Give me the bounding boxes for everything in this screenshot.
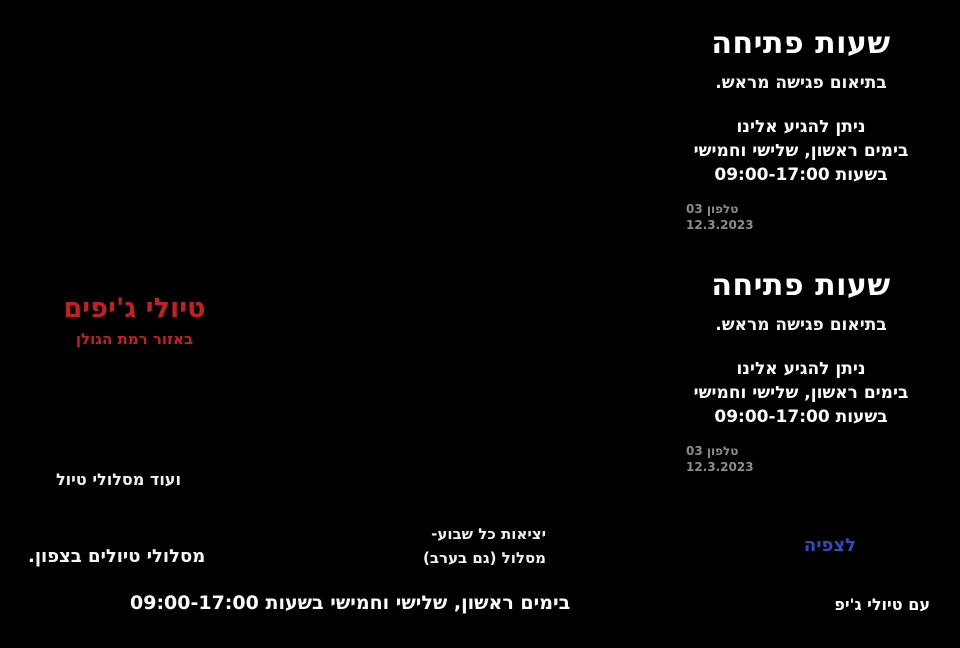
info-card-body: ניתן להגיע אלינו בימים ראשון, שלישי וחמי… xyxy=(686,115,916,187)
watch-link[interactable]: לצפיה xyxy=(803,535,856,556)
note-center: יציאות כל שבוע- מסלול (גם בערב) xyxy=(423,522,546,570)
footer-brand: עם טיולי ג'יפ xyxy=(834,595,930,614)
note-center-line: יציאות כל שבוע- xyxy=(431,525,546,543)
info-card-title: שעות פתיחה xyxy=(711,268,891,303)
headline-subtitle: באזור רמת הגולן xyxy=(75,330,194,348)
footer-schedule: בימים ראשון, שלישי וחמישי בשעות 09:00-17… xyxy=(130,592,571,614)
info-card-2: שעות פתיחה בתיאום פגישה מראש. ניתן להגיע… xyxy=(686,268,916,475)
info-card-subtitle: בתיאום פגישה מראש. xyxy=(715,315,887,335)
info-card-line: ניתן להגיע אלינו xyxy=(736,359,866,379)
info-card-line: בשעות 09:00-17:00 xyxy=(714,407,888,427)
info-card-subtitle: בתיאום פגישה מראש. xyxy=(715,73,887,93)
info-card-line: בימים ראשון, שלישי וחמישי xyxy=(693,141,909,161)
info-card-1: שעות פתיחה בתיאום פגישה מראש. ניתן להגיע… xyxy=(686,26,916,233)
info-card-line: בימים ראשון, שלישי וחמישי xyxy=(693,383,909,403)
info-card-date: 12.3.2023 xyxy=(686,218,754,232)
info-card-phone: טלפון 03 xyxy=(686,444,739,458)
headline-block: טיולי ג'יפים באזור רמת הגולן xyxy=(22,293,247,348)
info-card-body: ניתן להגיע אלינו בימים ראשון, שלישי וחמי… xyxy=(686,357,916,429)
info-card-meta: טלפון 03 12.3.2023 xyxy=(686,201,916,233)
headline-title: טיולי ג'יפים xyxy=(63,293,206,324)
info-card-line: בשעות 09:00-17:00 xyxy=(714,165,888,185)
note-center-line: מסלול (גם בערב) xyxy=(423,549,546,567)
info-card-meta: טלפון 03 12.3.2023 xyxy=(686,443,916,475)
note-bottom-left: מסלולי טיולים בצפון. xyxy=(28,546,206,567)
note-mid-left: ועוד מסלולי טיול xyxy=(56,470,181,489)
info-card-date: 12.3.2023 xyxy=(686,460,754,474)
info-card-line: ניתן להגיע אלינו xyxy=(736,117,866,137)
info-card-title: שעות פתיחה xyxy=(711,26,891,61)
info-card-phone: טלפון 03 xyxy=(686,202,739,216)
